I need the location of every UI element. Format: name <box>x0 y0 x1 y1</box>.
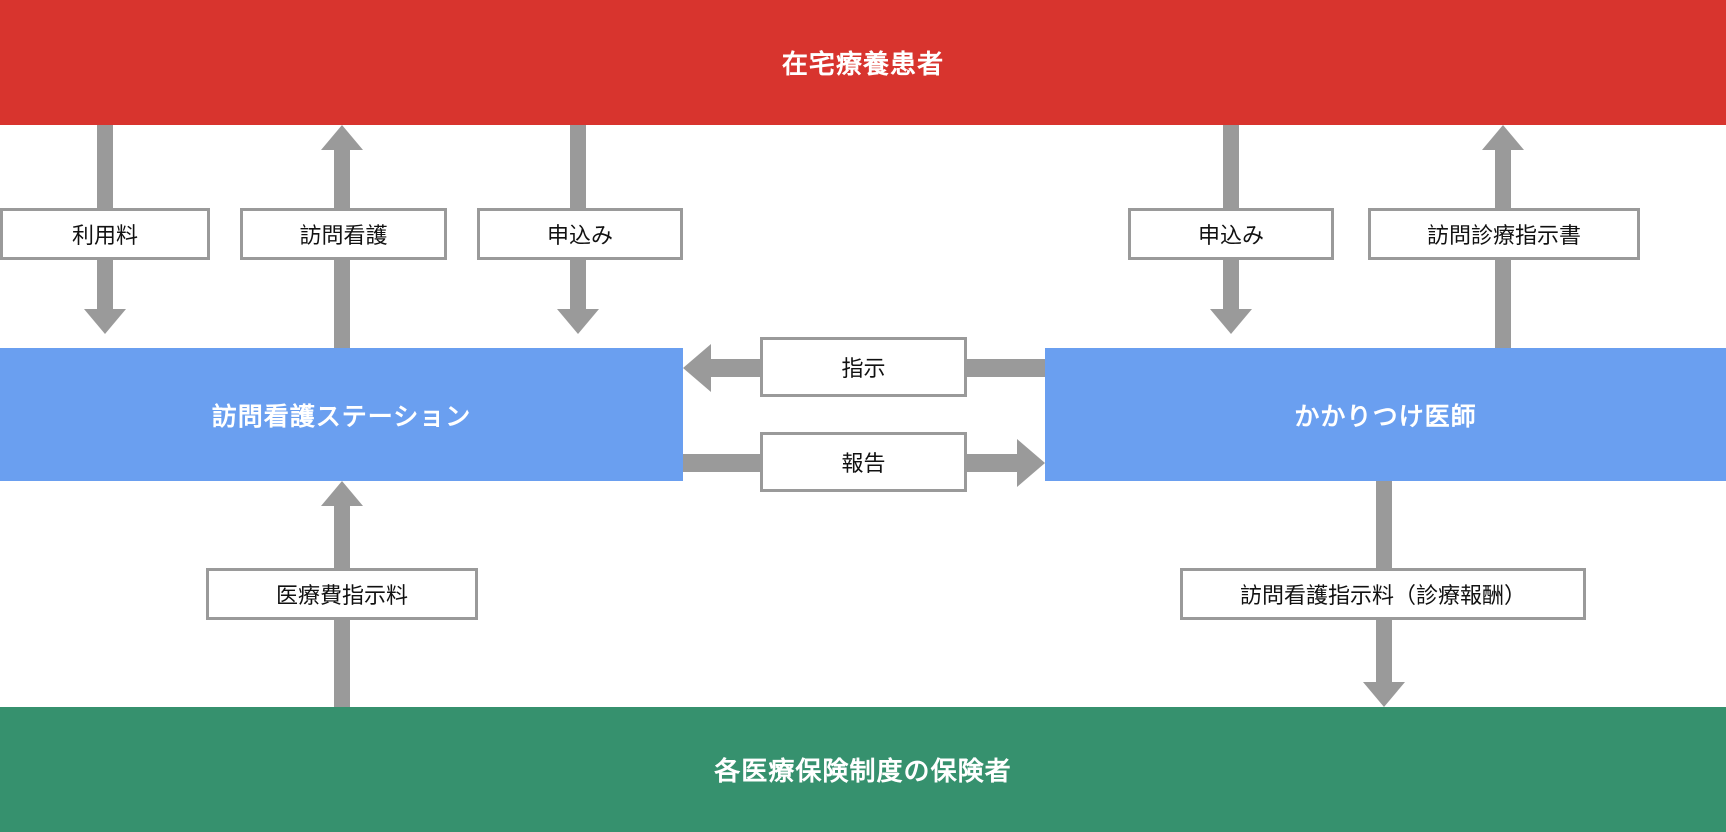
flow-label-usage-fee: 利用料 <box>0 208 210 260</box>
flow-shaft-application-right-lower <box>1223 249 1239 311</box>
flow-shaft-visit-care-order-upper <box>1495 150 1511 210</box>
flow-shaft-application-right-upper <box>1223 125 1239 210</box>
flow-arrowhead-visit-care-order <box>1482 125 1524 150</box>
flow-shaft-instruction-left <box>711 359 760 377</box>
flow-label-application-right-text: 申込み <box>1197 223 1264 248</box>
flow-label-usage-fee-text: 利用料 <box>71 223 138 248</box>
actor-label-nursing-station: 訪問看護ステーション <box>211 402 472 431</box>
flow-label-report: 報告 <box>760 432 967 492</box>
flow-label-visit-care-order: 訪問診療指示書 <box>1368 208 1640 260</box>
flow-label-visit-care-order-text: 訪問診療指示書 <box>1426 223 1581 248</box>
flow-shaft-application-left-upper <box>570 125 586 210</box>
flow-shaft-visit-nursing-lower <box>334 249 350 349</box>
flow-arrowhead-visit-nursing <box>321 125 363 150</box>
actor-band-patient: 在宅療養患者 <box>0 0 1726 125</box>
flow-shaft-instruction-right <box>967 359 1045 377</box>
actor-band-family-doctor: かかりつけ医師 <box>1045 348 1726 481</box>
flow-arrowhead-report <box>1017 439 1045 487</box>
flow-shaft-nursing-order-fee-upper <box>1376 481 1392 570</box>
flow-shaft-medical-fee-order-lower <box>334 610 350 707</box>
flow-arrowhead-instruction <box>683 344 711 392</box>
actor-label-insurer: 各医療保険制度の保険者 <box>714 756 1012 786</box>
flow-arrowhead-usage-fee <box>84 309 126 334</box>
flow-shaft-visit-nursing-upper <box>334 150 350 210</box>
flow-shaft-visit-care-order-lower <box>1495 249 1511 349</box>
flow-label-nursing-order-fee: 訪問看護指示料（診療報酬） <box>1180 568 1586 620</box>
flow-shaft-report-right <box>967 454 1017 472</box>
flow-label-report-text: 報告 <box>841 451 886 476</box>
flow-arrowhead-nursing-order-fee <box>1363 682 1405 707</box>
flow-arrowhead-application-left <box>557 309 599 334</box>
flow-arrowhead-medical-fee-order <box>321 481 363 506</box>
actor-label-family-doctor: かかりつけ医師 <box>1294 402 1477 431</box>
flow-label-instruction: 指示 <box>760 337 967 397</box>
flow-label-nursing-order-fee-text: 訪問看護指示料（診療報酬） <box>1239 583 1526 608</box>
flow-shaft-usage-fee-upper <box>97 125 113 210</box>
flow-label-application-left-text: 申込み <box>546 223 613 248</box>
flow-shaft-medical-fee-order-upper <box>334 506 350 571</box>
actor-band-insurer: 各医療保険制度の保険者 <box>0 707 1726 832</box>
flow-label-visit-nursing: 訪問看護 <box>240 208 447 260</box>
flow-shaft-usage-fee-lower <box>97 249 113 311</box>
flow-label-instruction-text: 指示 <box>841 356 886 381</box>
flow-arrowhead-application-right <box>1210 309 1252 334</box>
flow-shaft-nursing-order-fee-lower <box>1376 610 1392 682</box>
flow-label-visit-nursing-text: 訪問看護 <box>299 223 388 248</box>
flow-shaft-application-left-lower <box>570 249 586 311</box>
flow-label-medical-fee-order: 医療費指示料 <box>206 568 478 620</box>
flow-label-medical-fee-order-text: 医療費指示料 <box>275 583 408 608</box>
flow-label-application-right: 申込み <box>1128 208 1334 260</box>
actor-band-nursing-station: 訪問看護ステーション <box>0 348 683 481</box>
flow-shaft-report-left <box>683 454 760 472</box>
flow-label-application-left: 申込み <box>477 208 683 260</box>
actor-label-patient: 在宅療養患者 <box>781 49 945 79</box>
